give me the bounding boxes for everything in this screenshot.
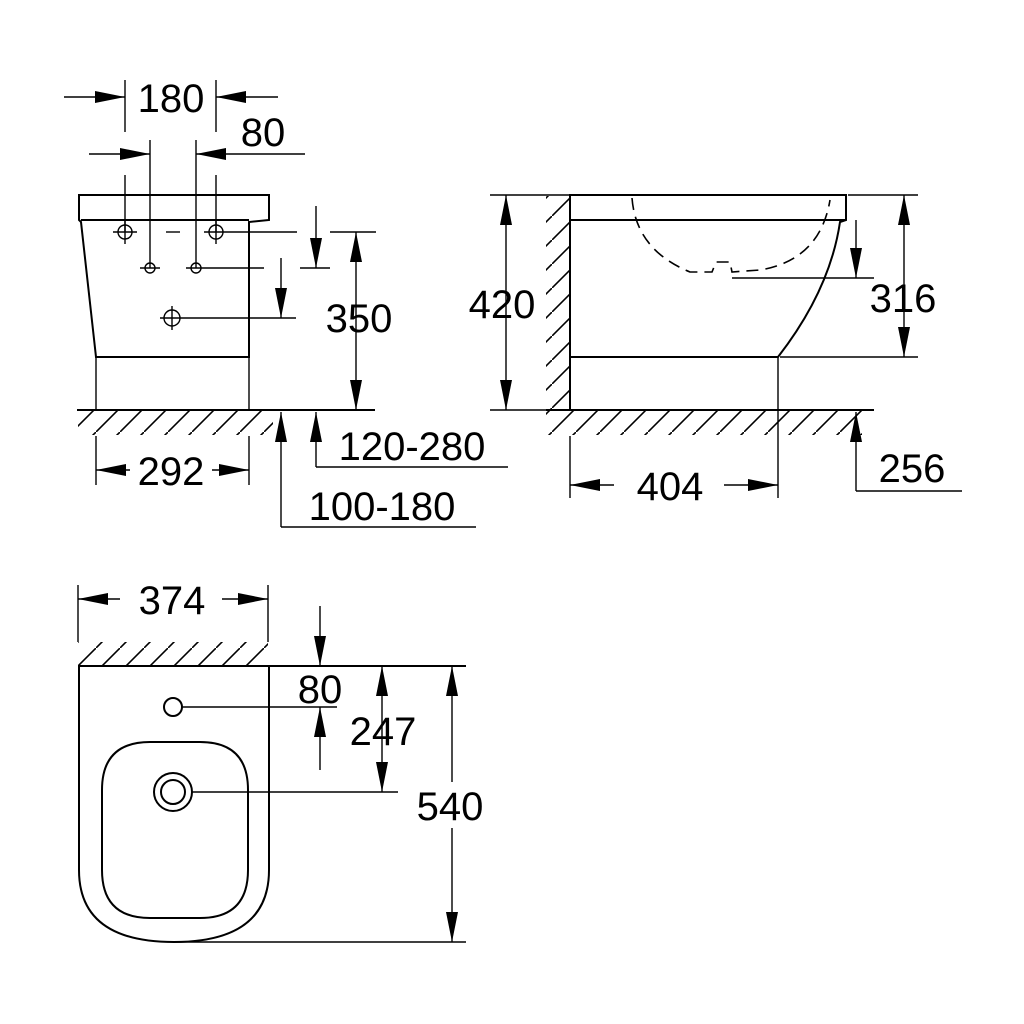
top-drain-inner <box>160 779 186 805</box>
dim-top-tap-offset: 80 <box>298 668 343 712</box>
top-drain-outer <box>153 772 193 812</box>
top-tap-hole <box>163 697 183 717</box>
dim-top-width: 374 <box>139 579 206 623</box>
dim-front-base-width: 292 <box>138 450 205 494</box>
dim-side-depth: 404 <box>637 465 704 509</box>
side-wall-hatch <box>546 196 570 410</box>
dim-side-height: 420 <box>469 283 536 327</box>
side-floor-hatch <box>546 411 862 435</box>
side-bowl-hidden <box>631 197 831 273</box>
top-view: 374 80 247 540 <box>77 579 490 944</box>
dim-front-pipe-spacing: 80 <box>241 111 286 155</box>
front-holes <box>113 220 297 330</box>
dim-front-outlet-range: 100-180 <box>309 485 456 529</box>
dim-side-outlet-distance: 256 <box>879 447 946 491</box>
dim-front-inlet-range: 120-280 <box>339 425 486 469</box>
dim-front-height: 350 <box>326 297 393 341</box>
dim-top-drain-offset: 247 <box>350 710 417 754</box>
side-view-outline <box>570 194 847 358</box>
top-bowl-outline <box>101 741 249 919</box>
front-floor-hatch <box>78 411 273 435</box>
dim-side-rim-height: 316 <box>870 277 937 321</box>
dim-top-length: 540 <box>417 785 484 829</box>
dim-front-width-top: 180 <box>138 77 205 121</box>
front-view: 180 80 350 292 120-280 <box>64 77 508 529</box>
top-wall-hatch <box>78 642 268 666</box>
side-view: 420 316 404 256 <box>469 194 962 509</box>
